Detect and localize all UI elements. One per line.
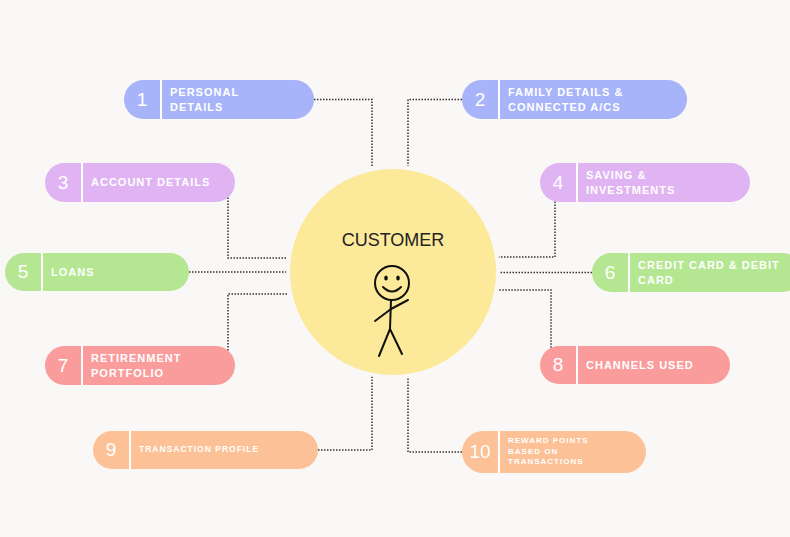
topic-label: CREDIT CARD & DEBIT CARD: [630, 258, 790, 287]
topic-label: PERSONAL DETAILS: [162, 85, 304, 114]
topic-label: TRANSACTION PROFILE: [131, 444, 308, 455]
divider: [81, 163, 83, 202]
dotted-connector: [318, 377, 372, 450]
dotted-connector: [408, 100, 462, 167]
dotted-connector: [499, 202, 555, 258]
callout-number: 6: [592, 262, 628, 284]
topic-pill: 10REWARD POINTS BASED ON TRANSACTIONS: [462, 431, 646, 473]
dotted-connector: [228, 198, 287, 259]
topic-pill: 2FAMILY DETAILS & CONNECTED A/CS: [462, 80, 687, 119]
node-label: CUSTOMER: [290, 169, 496, 251]
divider: [129, 431, 131, 469]
callout-number: 4: [540, 172, 576, 194]
topic-pill: 7RETIRENMENT PORTFOLIO: [45, 346, 235, 385]
topic-label: LOANS: [43, 265, 175, 279]
divider: [160, 80, 162, 119]
circle-fill: [290, 169, 496, 375]
divider: [498, 80, 500, 119]
callout-number: 8: [540, 354, 576, 376]
dotted-connector: [314, 100, 372, 168]
callout-number: 10: [462, 441, 498, 463]
divider: [498, 431, 500, 473]
topic-label: SAVING & INVESTMENTS: [578, 168, 740, 197]
topic-label: FAMILY DETAILS & CONNECTED A/CS: [500, 85, 677, 114]
callout-number: 9: [93, 439, 129, 461]
callout-number: 3: [45, 172, 81, 194]
callout-number: 1: [124, 89, 160, 111]
topic-pill: 6CREDIT CARD & DEBIT CARD: [592, 253, 790, 292]
topic-pill: 1PERSONAL DETAILS: [124, 80, 314, 119]
callout-number: 7: [45, 355, 81, 377]
divider: [576, 346, 578, 384]
topic-label: REWARD POINTS BASED ON TRANSACTIONS: [500, 436, 627, 467]
divider: [628, 253, 630, 292]
topic-pill: 9TRANSACTION PROFILE: [93, 431, 318, 469]
topic-label: CHANNELS USED: [578, 358, 720, 372]
topic-label: ACCOUNT DETAILS: [83, 175, 225, 189]
callout-number: 2: [462, 89, 498, 111]
topic-pill: 5LOANS: [5, 253, 189, 291]
dotted-connector: [189, 271, 286, 273]
divider: [41, 253, 43, 291]
topic-label: RETIRENMENT PORTFOLIO: [83, 351, 225, 380]
topic-pill: 8CHANNELS USED: [540, 346, 730, 384]
dotted-connector: [408, 378, 462, 452]
dotted-connector: [498, 290, 551, 348]
callout-number: 5: [5, 261, 41, 283]
divider: [576, 163, 578, 202]
circle-shape: [290, 169, 496, 375]
stick-figure: [290, 169, 496, 375]
topic-pill: 4SAVING & INVESTMENTS: [540, 163, 750, 202]
topic-pill: 3ACCOUNT DETAILS: [45, 163, 235, 202]
dotted-connector: [500, 272, 592, 274]
customer-circle: CUSTOMER: [290, 169, 496, 375]
divider: [81, 346, 83, 385]
dotted-connector: [228, 294, 288, 351]
